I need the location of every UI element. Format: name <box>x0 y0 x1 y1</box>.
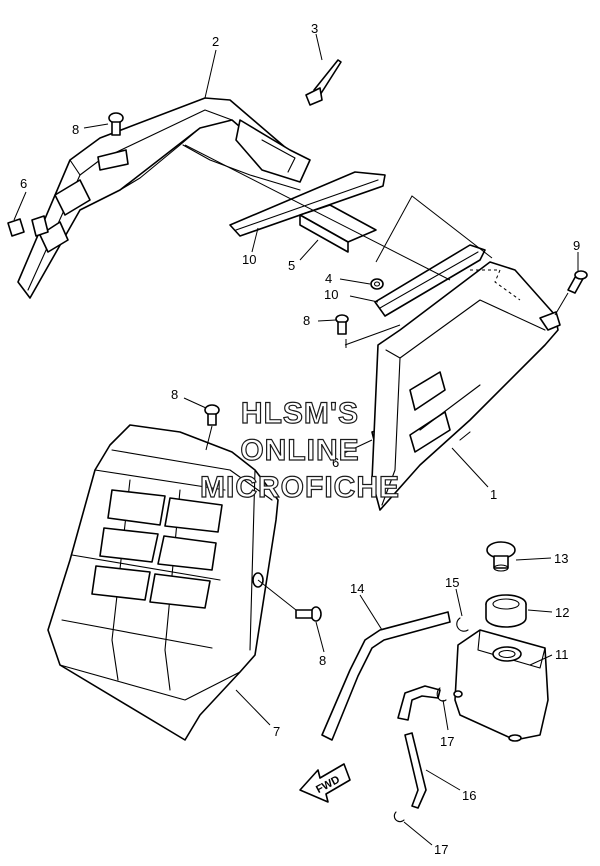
part-8-screw-mid <box>335 314 349 335</box>
part-8-screw-side <box>295 606 322 622</box>
part-8-screw-top <box>108 112 124 136</box>
callout-12: 12 <box>555 605 569 620</box>
part-8-screw-grille <box>204 404 220 426</box>
callout-8-mid: 8 <box>303 313 310 328</box>
callout-1: 1 <box>490 487 497 502</box>
callout-16: 16 <box>462 788 476 803</box>
callout-8-side: 8 <box>319 653 326 668</box>
callout-3: 3 <box>311 21 318 36</box>
callouts: 2 3 8 6 10 5 4 10 9 8 8 6 1 13 14 15 12 <box>13 21 580 857</box>
fwd-arrow: FWD <box>299 763 351 803</box>
part-4-nut <box>370 278 384 290</box>
callout-11: 11 <box>555 647 569 662</box>
part-14-hose <box>321 611 451 741</box>
reference-lines <box>184 144 569 611</box>
part-11-reservoir <box>453 629 549 742</box>
part-10-strip-upper <box>229 171 386 237</box>
callout-6-right: 6 <box>332 455 339 470</box>
part-7-radiator-grille <box>47 424 279 741</box>
part-5-block <box>299 204 377 253</box>
callout-9: 9 <box>573 238 580 253</box>
callout-7: 7 <box>273 724 280 739</box>
callout-17-upper: 17 <box>440 734 454 749</box>
watermark-line-2: ONLINE <box>240 434 359 467</box>
watermark-line-1: HLSM'S <box>241 397 359 430</box>
callout-17-lower: 17 <box>434 842 448 857</box>
part-9-bolt <box>567 270 588 294</box>
part-3-pin <box>305 59 342 106</box>
callout-13: 13 <box>554 551 568 566</box>
callout-8-top: 8 <box>72 122 79 137</box>
callout-14: 14 <box>350 581 364 596</box>
part-17-clamp-upper <box>436 687 447 702</box>
callout-5: 5 <box>288 258 295 273</box>
callout-2: 2 <box>212 34 219 49</box>
callout-10-upper: 10 <box>242 252 256 267</box>
callout-6-left: 6 <box>20 176 27 191</box>
part-17-clamp-lower <box>393 811 405 823</box>
part-2-upper-bracket <box>17 97 311 299</box>
part-10-strip-lower <box>374 244 486 317</box>
callout-10-lower: 10 <box>324 287 338 302</box>
callout-4: 4 <box>325 271 332 286</box>
part-15-clamp <box>456 617 469 632</box>
part-16-hose <box>397 685 441 809</box>
callout-15: 15 <box>445 575 459 590</box>
watermark-line-3: MICROFICHE <box>200 471 400 504</box>
part-1-side-shroud <box>371 261 561 511</box>
callout-8-grille: 8 <box>171 387 178 402</box>
watermark: HLSM'S ONLINE MICROFICHE <box>199 396 400 504</box>
part-6-clip-left <box>7 215 49 237</box>
part-12-gasket <box>485 594 527 628</box>
part-13-cap <box>486 541 516 572</box>
